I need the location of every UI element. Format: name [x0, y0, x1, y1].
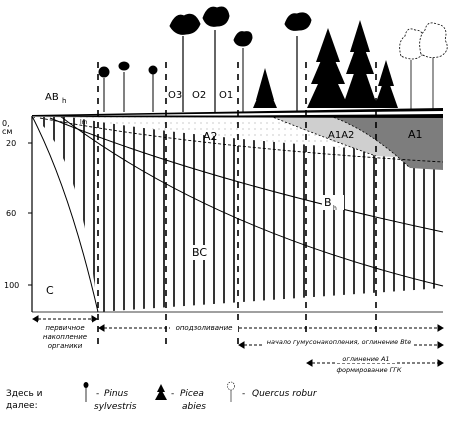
svg-text:оглинение A1: оглинение A1 [342, 355, 389, 363]
stage-label-podzolization: оподзоливание [170, 322, 238, 332]
depth-tick-100: 100 [4, 281, 19, 290]
legend-intro-1: Здесь и [6, 389, 43, 399]
legend-dash-quercus: - [242, 389, 245, 399]
depth-tick-20: 20 [6, 139, 16, 148]
illuvial-zone [32, 116, 443, 312]
spruce-tree-icon [374, 60, 398, 108]
spruce-tree-icon [307, 28, 349, 108]
c-boundary-line [31, 115, 99, 313]
horizon-label-o2: O2 [192, 90, 206, 101]
svg-text:первичное: первичное [45, 324, 84, 332]
legend-dash-pine: - [96, 389, 99, 399]
pine-tree-icon [169, 13, 201, 112]
tree-icons [98, 6, 448, 112]
pine-tree-icon [148, 65, 158, 112]
legend-pinus-2: sylvestris [94, 402, 137, 412]
legend-picea-1: Picea [180, 389, 204, 399]
depth-unit-bottom: см [2, 127, 12, 136]
svg-text:BC: BC [192, 246, 207, 259]
pine-tree-icon [98, 66, 110, 112]
a1-zone [330, 116, 443, 170]
legend-oak-icon [227, 381, 235, 402]
a2-boundary-line [39, 117, 444, 163]
horizon-label-abh-sub: h [62, 97, 66, 105]
a1-guide-line [329, 115, 411, 169]
stage-separators [97, 62, 377, 350]
legend-dash-picea: - [171, 389, 174, 399]
pine-tree-icon [284, 12, 312, 112]
horizon-label-a2: A2 [203, 130, 218, 143]
stage-label-gtk: формирование ГГК [336, 366, 401, 374]
depth-tick-60: 60 [6, 209, 16, 218]
legend-quercus: Quercus robur [252, 389, 318, 399]
spruce-tree-icon [342, 20, 378, 108]
svg-text:органики: органики [48, 342, 83, 350]
parent-material-c [32, 116, 98, 312]
pine-tree-icon [118, 61, 130, 112]
horizon-label-abh: AB [45, 92, 59, 103]
legend-picea-2: abies [182, 402, 206, 412]
stage-label-primary: первичное накопление органики [38, 321, 92, 352]
bh-boundary-line [49, 117, 444, 233]
legend: Здесь и далее: - Pinus sylvestris - Pice… [6, 381, 318, 412]
pine-tree-icon [202, 6, 230, 112]
svg-text:начало гумусонакопления, оглин: начало гумусонакопления, оглинение Bte [267, 338, 411, 346]
a1a2-guide-line [269, 115, 377, 157]
stage-label-a1-clay: оглинение A1 [336, 354, 396, 363]
horizon-label-bh-base: B [324, 196, 332, 209]
horizon-label-bh: B h [322, 195, 344, 212]
svg-text:оподзоливание: оподзоливание [176, 324, 233, 332]
stage-label-humus: начало гумусонакопления, оглинение Bte [264, 336, 414, 346]
spruce-tree-icon [253, 68, 277, 108]
oak-tree-icon [419, 22, 448, 112]
horizon-label-bc: BC [190, 245, 212, 260]
horizon-label-c: C [46, 284, 54, 297]
legend-intro-2: далее: [6, 401, 38, 411]
depth-unit-top: 0, [2, 119, 10, 128]
horizon-label-a1a2: A1A2 [328, 130, 354, 141]
horizon-label-o1: O1 [219, 90, 233, 101]
horizon-label-a1: A1 [408, 128, 423, 141]
legend-pine-icon [83, 382, 89, 402]
oak-tree-icon [399, 28, 426, 112]
horizon-label-bh-sub: h [333, 205, 337, 212]
svg-text:накопление: накопление [43, 333, 87, 341]
horizon-label-lm: lm [80, 119, 88, 126]
horizon-label-o3: O3 [168, 90, 182, 101]
legend-pinus-1: Pinus [104, 389, 128, 399]
legend-spruce-icon [155, 384, 167, 400]
pine-tree-icon [233, 31, 253, 112]
bc-boundary-line [59, 115, 444, 287]
